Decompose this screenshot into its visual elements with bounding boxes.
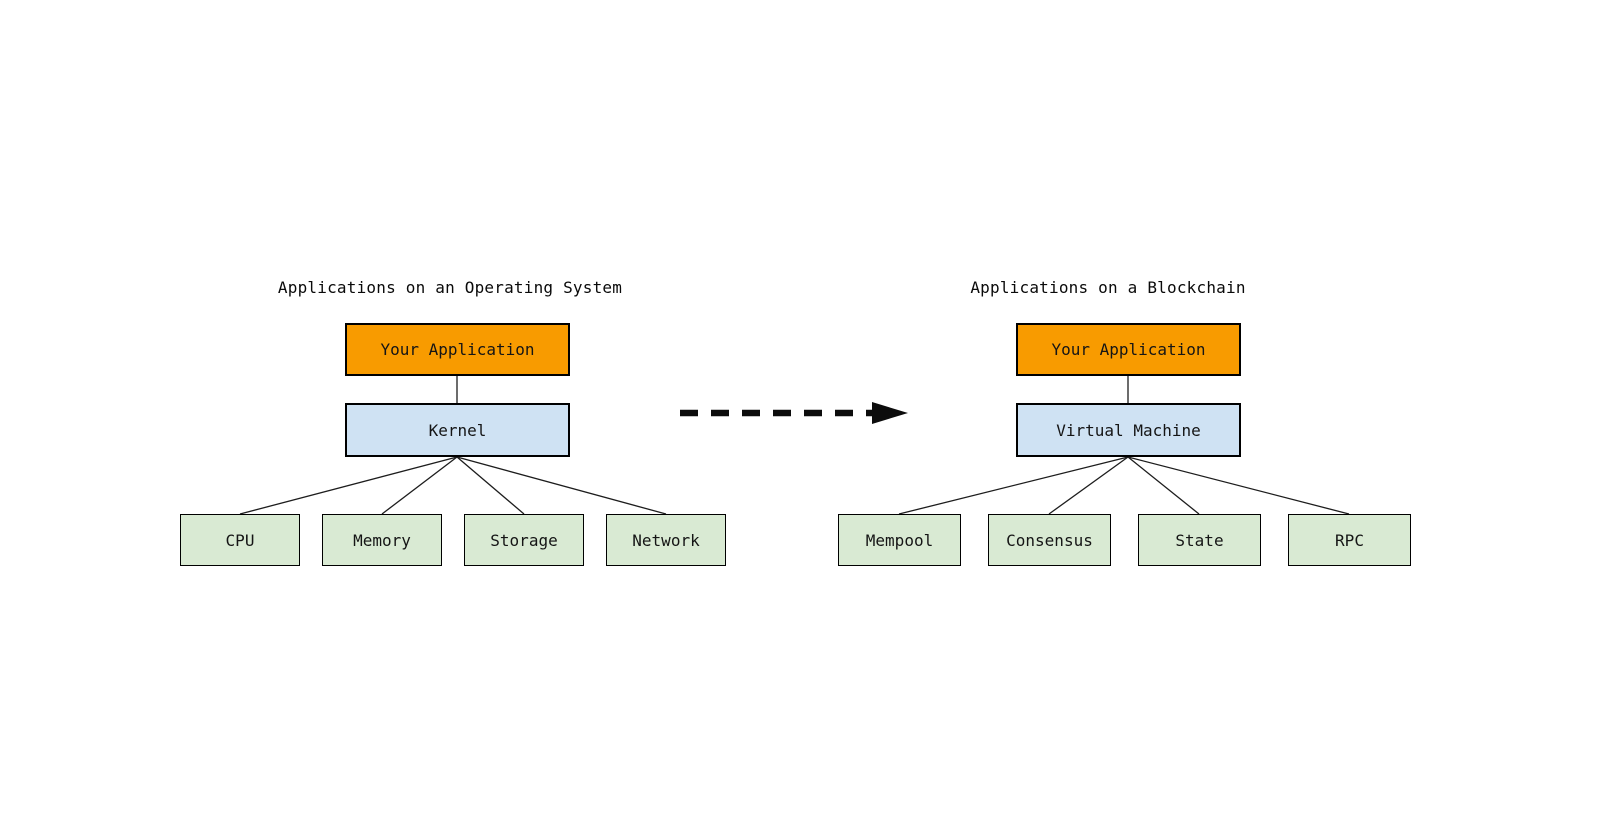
right-leaf-rpc: RPC xyxy=(1288,514,1411,566)
left-kernel-to-memory-line xyxy=(381,456,458,515)
right-leaf-mempool: Mempool xyxy=(838,514,961,566)
right-vm-box: Virtual Machine xyxy=(1016,403,1241,457)
right-vm-to-mempool-line xyxy=(898,456,1129,515)
right-vm-to-state-line xyxy=(1127,456,1200,515)
right-diagram-title: Applications on a Blockchain xyxy=(970,278,1246,297)
right-leaf-consensus: Consensus xyxy=(988,514,1111,566)
left-kernel-box: Kernel xyxy=(345,403,570,457)
left-kernel-to-cpu-line xyxy=(239,456,458,515)
transform-arrow-icon xyxy=(680,402,908,424)
left-kernel-to-storage-line xyxy=(456,456,525,515)
left-leaf-network: Network xyxy=(606,514,726,566)
left-leaf-storage: Storage xyxy=(464,514,584,566)
right-app-box: Your Application xyxy=(1016,323,1241,376)
left-diagram-title: Applications on an Operating System xyxy=(277,278,623,297)
left-app-box: Your Application xyxy=(345,323,570,376)
right-vm-to-rpc-line xyxy=(1127,456,1350,515)
right-leaf-state: State xyxy=(1138,514,1261,566)
left-kernel-to-network-line xyxy=(456,456,667,515)
left-leaf-cpu: CPU xyxy=(180,514,300,566)
left-leaf-memory: Memory xyxy=(322,514,442,566)
right-vm-to-consensus-line xyxy=(1048,456,1129,515)
